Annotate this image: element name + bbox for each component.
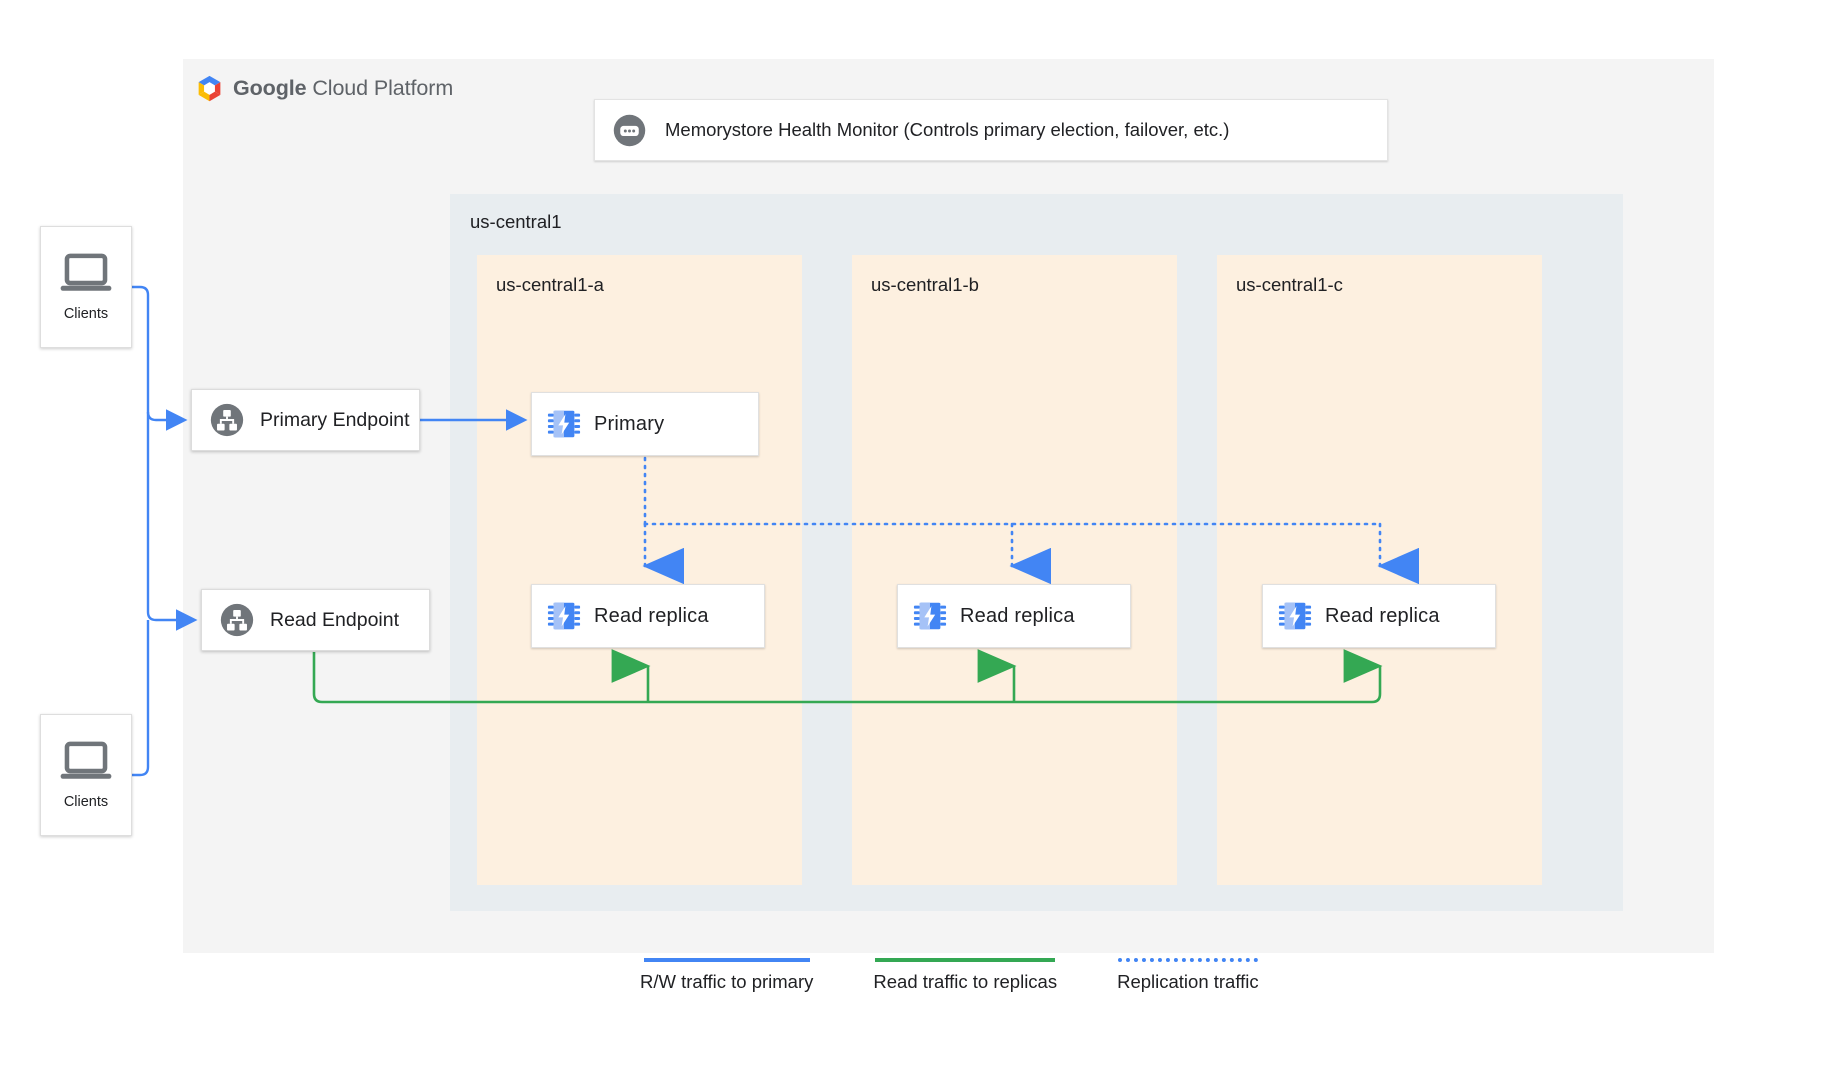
- legend-swatch-rw: [643, 958, 810, 962]
- legend-swatch-replication: [1117, 958, 1258, 962]
- zone-us-central1-b: us-central1-b: [852, 255, 1177, 885]
- memorystore-chip-icon: [913, 602, 947, 630]
- laptop-icon: [60, 253, 112, 291]
- node-read-replica-b-label: Read replica: [960, 604, 1075, 627]
- clients-box-bottom: Clients: [40, 714, 132, 836]
- memorystore-chip-icon: [1278, 602, 1312, 630]
- legend-swatch-read: [875, 958, 1056, 962]
- read-endpoint-card[interactable]: Read Endpoint: [201, 589, 430, 651]
- node-read-replica-a[interactable]: Read replica: [531, 584, 765, 648]
- primary-endpoint-label: Primary Endpoint: [260, 408, 410, 431]
- endpoint-network-icon: [210, 403, 244, 437]
- zone-label-b: us-central1-b: [871, 274, 979, 295]
- clients-box-top: Clients: [40, 226, 132, 348]
- node-read-replica-c[interactable]: Read replica: [1262, 584, 1496, 648]
- wire-clients-to-primary-endpoint: [132, 285, 188, 431]
- legend-label-replication: Replication traffic: [1117, 971, 1259, 992]
- legend-item-replication-traffic: Replication traffic: [1117, 958, 1259, 993]
- zone-label-c: us-central1-c: [1236, 274, 1343, 295]
- zone-us-central1-a: us-central1-a: [477, 255, 802, 885]
- gcp-brand: Google Cloud Platform: [195, 74, 453, 103]
- gcp-wordmark-google: Google: [233, 76, 307, 100]
- google-cloud-hexagon-icon: [198, 75, 221, 102]
- node-read-replica-b[interactable]: Read replica: [897, 584, 1131, 648]
- gcp-wordmark: Google Cloud Platform: [233, 76, 453, 101]
- clients-label-bottom: Clients: [63, 794, 109, 810]
- legend-label-read: Read traffic to replicas: [873, 971, 1058, 992]
- memorystore-chip-icon: [547, 410, 581, 438]
- zone-us-central1-c: us-central1-c: [1217, 255, 1542, 885]
- read-endpoint-label: Read Endpoint: [270, 608, 400, 631]
- legend-item-rw-traffic: R/W traffic to primary: [640, 958, 813, 993]
- health-monitor-bar: Memorystore Health Monitor (Controls pri…: [594, 99, 1388, 161]
- zone-label-a: us-central1-a: [496, 274, 604, 295]
- region-label: us-central1: [470, 211, 562, 232]
- health-monitor-text: Memorystore Health Monitor (Controls pri…: [665, 119, 1230, 140]
- laptop-icon: [60, 741, 112, 779]
- gcp-wordmark-cloud-platform: Cloud Platform: [306, 76, 454, 100]
- node-read-replica-c-label: Read replica: [1325, 604, 1440, 627]
- endpoint-network-icon: [220, 603, 254, 637]
- health-monitor-icon: [613, 114, 646, 146]
- legend: R/W traffic to primary Read traffic to r…: [640, 958, 1259, 993]
- node-primary-label: Primary: [594, 412, 665, 435]
- legend-label-rw: R/W traffic to primary: [640, 971, 814, 992]
- memorystore-chip-icon: [547, 602, 581, 630]
- clients-label-top: Clients: [63, 306, 109, 322]
- legend-item-read-traffic: Read traffic to replicas: [873, 958, 1057, 993]
- node-primary[interactable]: Primary: [531, 392, 759, 456]
- node-read-replica-a-label: Read replica: [594, 604, 709, 627]
- primary-endpoint-card[interactable]: Primary Endpoint: [191, 389, 420, 451]
